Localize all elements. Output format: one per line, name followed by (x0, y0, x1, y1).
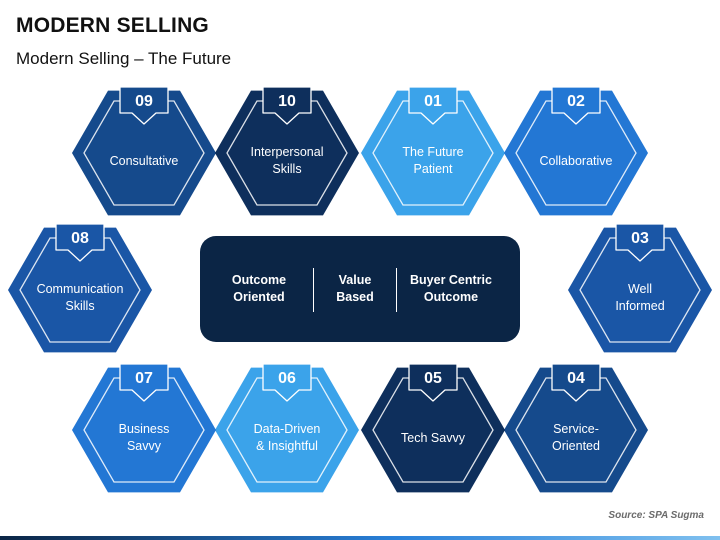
hexagon-label: Communication (37, 282, 124, 296)
pillar-line: Outcome (423, 290, 479, 304)
pillar-line: Outcome (231, 273, 287, 287)
hexagon-label: Oriented (552, 439, 600, 453)
page-title: MODERN SELLING (16, 14, 209, 37)
number-tab (551, 86, 601, 125)
number-tab (119, 86, 169, 125)
hexagon-inner-outline (19, 237, 141, 343)
hexagon-number: 06 (278, 370, 296, 387)
number-tab (551, 363, 601, 402)
hexagon-inner-outline (372, 377, 494, 483)
number-tab (262, 86, 312, 125)
hexagon-inner-outline (579, 237, 701, 343)
number-tab (262, 363, 312, 402)
hexagon-number: 04 (567, 370, 585, 387)
hexagon-label: Tech Savvy (401, 431, 466, 445)
hexagon-inner-outline (226, 377, 348, 483)
hexagon-shape (361, 90, 505, 216)
hexagon-label: Informed (615, 299, 664, 313)
hexagon-label: Well (628, 282, 652, 296)
hexagon-label: Business (119, 422, 170, 436)
hexagon-shape (215, 90, 359, 216)
hexagon-inner-outline (226, 100, 348, 206)
hexagon-shape (504, 90, 648, 216)
hexagon-number: 02 (567, 93, 585, 110)
pillar-line: Oriented (233, 290, 285, 304)
hexagon-label: Collaborative (540, 154, 613, 168)
hexagon-label: Savvy (127, 439, 162, 453)
pillar-line: Value (338, 273, 372, 287)
hexagon-label: Service- (553, 422, 599, 436)
hexagon-number: 07 (135, 370, 153, 387)
hexagon-shape (568, 227, 712, 353)
pillar-line: Buyer Centric (410, 273, 492, 287)
hexagon-inner-outline (372, 100, 494, 206)
hexagon-number: 08 (71, 230, 89, 247)
hexagon-shape (72, 90, 216, 216)
hexagon-shape (504, 367, 648, 493)
hexagon-label: Skills (65, 299, 94, 313)
hexagon-number: 03 (631, 230, 649, 247)
hexagon-inner-outline (83, 100, 205, 206)
hexagon-shape (215, 367, 359, 493)
number-tab (615, 223, 665, 262)
number-tab (408, 363, 458, 402)
hexagon-label: The Future (402, 145, 463, 159)
pillar-divider (396, 268, 397, 312)
hexagon-number: 10 (278, 93, 296, 110)
hexagon-label: Interpersonal (251, 145, 324, 159)
hexagon-label: Patient (414, 162, 453, 176)
hexagon-shape (361, 367, 505, 493)
pillar-divider (313, 268, 314, 312)
hexagon-inner-outline (515, 100, 637, 206)
hexagon-number: 09 (135, 93, 153, 110)
bottom-accent-bar (0, 536, 720, 540)
hexagon-label: & Insightful (256, 439, 318, 453)
hexagon-number: 01 (424, 93, 442, 110)
hexagon-label: Data-Driven (254, 422, 321, 436)
hexagon-inner-outline (515, 377, 637, 483)
hexagon-number: 05 (424, 370, 442, 387)
source-note: Source: SPA Sugma (608, 510, 704, 521)
number-tab (55, 223, 105, 262)
page-subtitle: Modern Selling – The Future (16, 49, 232, 68)
number-tab (119, 363, 169, 402)
hexagon-label: Consultative (110, 154, 179, 168)
hexagon-shape (8, 227, 152, 353)
number-tab (408, 86, 458, 125)
hexagon-inner-outline (83, 377, 205, 483)
hexagon-label: Skills (272, 162, 301, 176)
hexagon-shape (72, 367, 216, 493)
pillar-line: Based (336, 290, 374, 304)
